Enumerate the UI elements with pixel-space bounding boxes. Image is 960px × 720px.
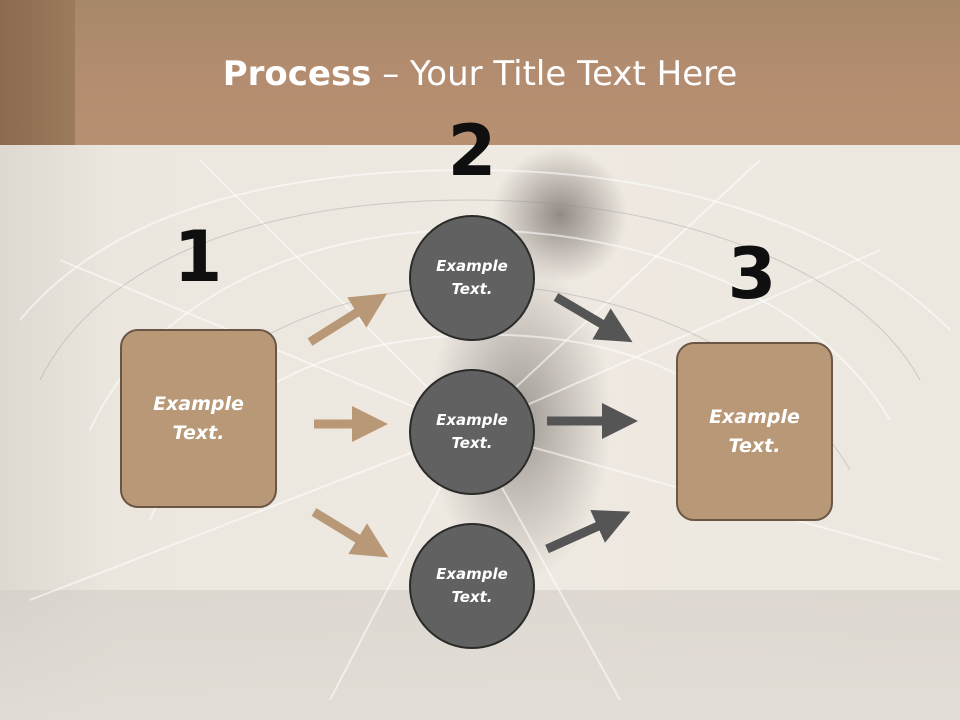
title-rest: – Your Title Text Here xyxy=(371,54,738,94)
arrow-top-to-right xyxy=(553,293,633,343)
title-header-band: Process – Your Title Text Here xyxy=(0,0,960,145)
arrow-left-to-top xyxy=(307,293,388,346)
right-process-box: Example Text. xyxy=(676,342,833,521)
arrow-left-to-bottom xyxy=(311,508,389,558)
left-box-line2: Text. xyxy=(172,421,225,444)
step-number-1: 1 xyxy=(173,216,223,298)
circle-bottom-line2: Text. xyxy=(451,588,493,606)
circle-step-bottom: Example Text. xyxy=(409,523,535,649)
circle-middle-line1: Example xyxy=(436,411,508,429)
left-process-box: Example Text. xyxy=(120,329,277,508)
circle-middle-line2: Text. xyxy=(451,434,493,452)
circle-top-line1: Example xyxy=(436,257,508,275)
slide-title: Process – Your Title Text Here xyxy=(0,50,960,98)
circle-top-line2: Text. xyxy=(451,280,493,298)
circle-step-middle: Example Text. xyxy=(409,369,535,495)
arrow-bottom-to-right xyxy=(545,509,631,554)
left-box-line1: Example xyxy=(153,392,244,415)
header-accent-strip xyxy=(0,0,75,145)
title-bold: Process xyxy=(222,54,372,94)
right-box-line1: Example xyxy=(709,405,800,428)
step-number-3: 3 xyxy=(727,233,777,315)
circle-step-top: Example Text. xyxy=(409,215,535,341)
circle-bottom-line1: Example xyxy=(436,565,508,583)
right-box-line2: Text. xyxy=(728,434,781,457)
step-number-2: 2 xyxy=(447,110,497,192)
